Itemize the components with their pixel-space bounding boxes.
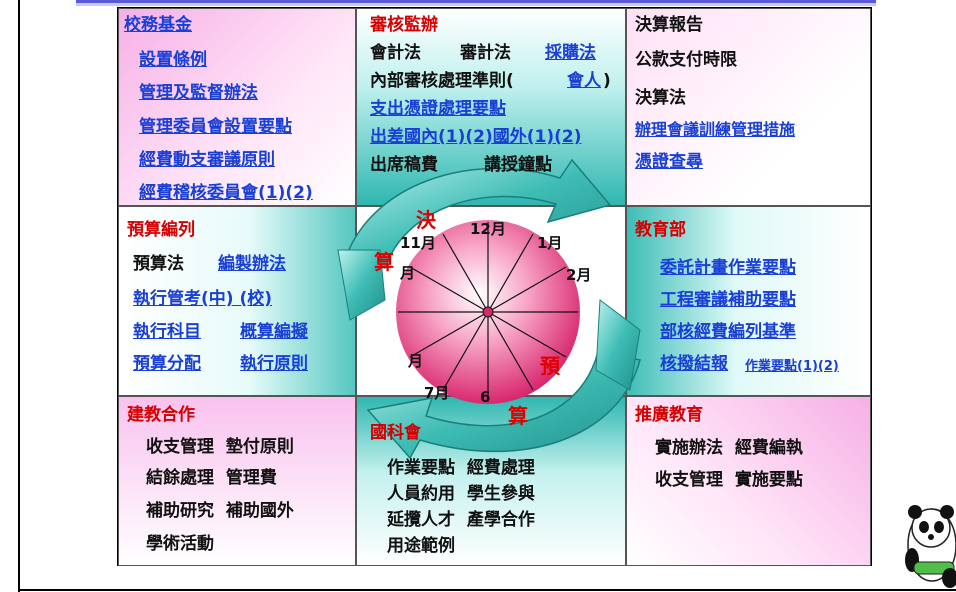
slide-left-border <box>18 0 20 592</box>
word-suan-left: 算 <box>374 250 394 274</box>
budget-estimate[interactable]: 概算編擬 <box>240 322 308 342</box>
fund-item-2[interactable]: 管理及監督辦法 <box>139 83 258 103</box>
regulation-grid <box>117 7 872 566</box>
audit-voucher-rules[interactable]: 支出憑證處理要點 <box>370 99 506 119</box>
coop-row-3: 補助研究 補助國外 <box>146 501 294 521</box>
cycle-arrow-right-wing <box>595 299 641 391</box>
audit-attendance-fee: 出席稿費 <box>370 155 438 175</box>
word-jue: 決 <box>416 208 436 232</box>
fund-item-3[interactable]: 管理委員會設置要點 <box>139 117 292 137</box>
coop-row-2: 結餘處理 管理費 <box>146 468 277 488</box>
promo-cell <box>626 396 871 566</box>
fund-item-1[interactable]: 設置條例 <box>139 50 207 70</box>
promo-row-2: 收支管理 實施要點 <box>655 470 803 490</box>
audit-internal-rules-link[interactable]: 會人 <box>567 71 601 91</box>
month-10-label: 月 <box>400 264 416 282</box>
audit-travel-rules[interactable]: 出差國內(1)(2)國外(1)(2) <box>370 127 582 147</box>
coop-cell <box>118 396 356 566</box>
budget-cell <box>118 206 356 396</box>
nsc-row-2: 人員約用 學生參與 <box>387 484 535 504</box>
final-item-3[interactable]: 辦理會議訓練管理措施 <box>635 120 796 139</box>
nsc-title: 國科會 <box>370 423 421 443</box>
month-11-label: 11月 <box>400 234 436 252</box>
month-8-label: 月 <box>408 352 424 370</box>
word-suan-right: 算 <box>508 404 528 428</box>
audit-internal-rules: 內部審核處理準則( <box>370 71 514 91</box>
cycle-arrow-left-wing <box>337 249 386 321</box>
moe-item-3[interactable]: 部核經費編列基準 <box>660 322 796 342</box>
slide-bottom-border <box>18 589 956 591</box>
promo-row-1: 實施辦法 經費編執 <box>655 438 803 458</box>
moe-item-2[interactable]: 工程審議補助要點 <box>660 290 796 310</box>
moe-item-4[interactable]: 核撥結報 <box>660 354 728 374</box>
audit-procurement-law[interactable]: 採購法 <box>545 43 596 63</box>
coop-row-1: 收支管理 墊付原則 <box>146 437 294 457</box>
moe-item-4-suffix[interactable]: 作業要點(1)(2) <box>745 359 839 374</box>
title-bar <box>76 0 876 6</box>
budget-exec-items[interactable]: 執行科目 <box>133 322 201 342</box>
word-yu: 預 <box>540 354 560 378</box>
final-title: 決算報告 <box>635 15 703 35</box>
budget-title: 預算編列 <box>127 220 195 240</box>
month-spokes <box>398 222 578 402</box>
fund-cell <box>118 8 356 206</box>
budget-compilation[interactable]: 編製辦法 <box>218 254 286 274</box>
audit-lecture-fee: 講授鐘點 <box>484 155 552 175</box>
coop-row-4: 學術活動 <box>146 534 214 554</box>
promo-title: 推廣教育 <box>635 405 703 425</box>
audit-audit-law: 審計法 <box>460 43 511 63</box>
cycle-arrow-bottom <box>366 351 641 460</box>
month-6-label: 6 <box>480 388 491 406</box>
audit-accounting-law: 會計法 <box>370 43 421 63</box>
month-2-label: 2月 <box>566 266 592 284</box>
month-12-label: 12月 <box>470 220 506 238</box>
disc-center <box>482 306 494 318</box>
budget-principles[interactable]: 執行原則 <box>240 354 308 374</box>
final-item-1: 公款支付時限 <box>635 50 737 70</box>
nsc-row-4: 用途範例 <box>387 536 455 556</box>
budget-control[interactable]: 執行管考(中) (校) <box>133 289 272 309</box>
nsc-row-3: 延攬人才 產學合作 <box>387 510 535 530</box>
budget-allocation[interactable]: 預算分配 <box>133 354 201 374</box>
coop-title: 建教合作 <box>127 405 195 425</box>
moe-item-1[interactable]: 委託計畫作業要點 <box>660 258 796 278</box>
audit-title: 審核監辦 <box>370 15 438 35</box>
fund-item-4[interactable]: 經費動支審議原則 <box>139 150 275 170</box>
audit-internal-rules-close: ) <box>603 71 611 91</box>
month-1-label: 1月 <box>537 234 563 252</box>
month-7-label: 7月 <box>424 384 450 402</box>
final-cell <box>626 8 871 206</box>
fund-title[interactable]: 校務基金 <box>124 15 192 35</box>
nsc-row-1: 作業要點 經費處理 <box>387 458 535 478</box>
moe-cell <box>626 206 871 396</box>
final-item-4[interactable]: 憑證查尋 <box>635 152 703 172</box>
fund-item-5[interactable]: 經費稽核委員會(1)(2) <box>139 183 313 203</box>
final-item-2: 決算法 <box>635 88 686 108</box>
cycle-arrow-top <box>344 158 612 269</box>
moe-title: 教育部 <box>635 220 686 240</box>
budget-law: 預算法 <box>133 254 184 274</box>
